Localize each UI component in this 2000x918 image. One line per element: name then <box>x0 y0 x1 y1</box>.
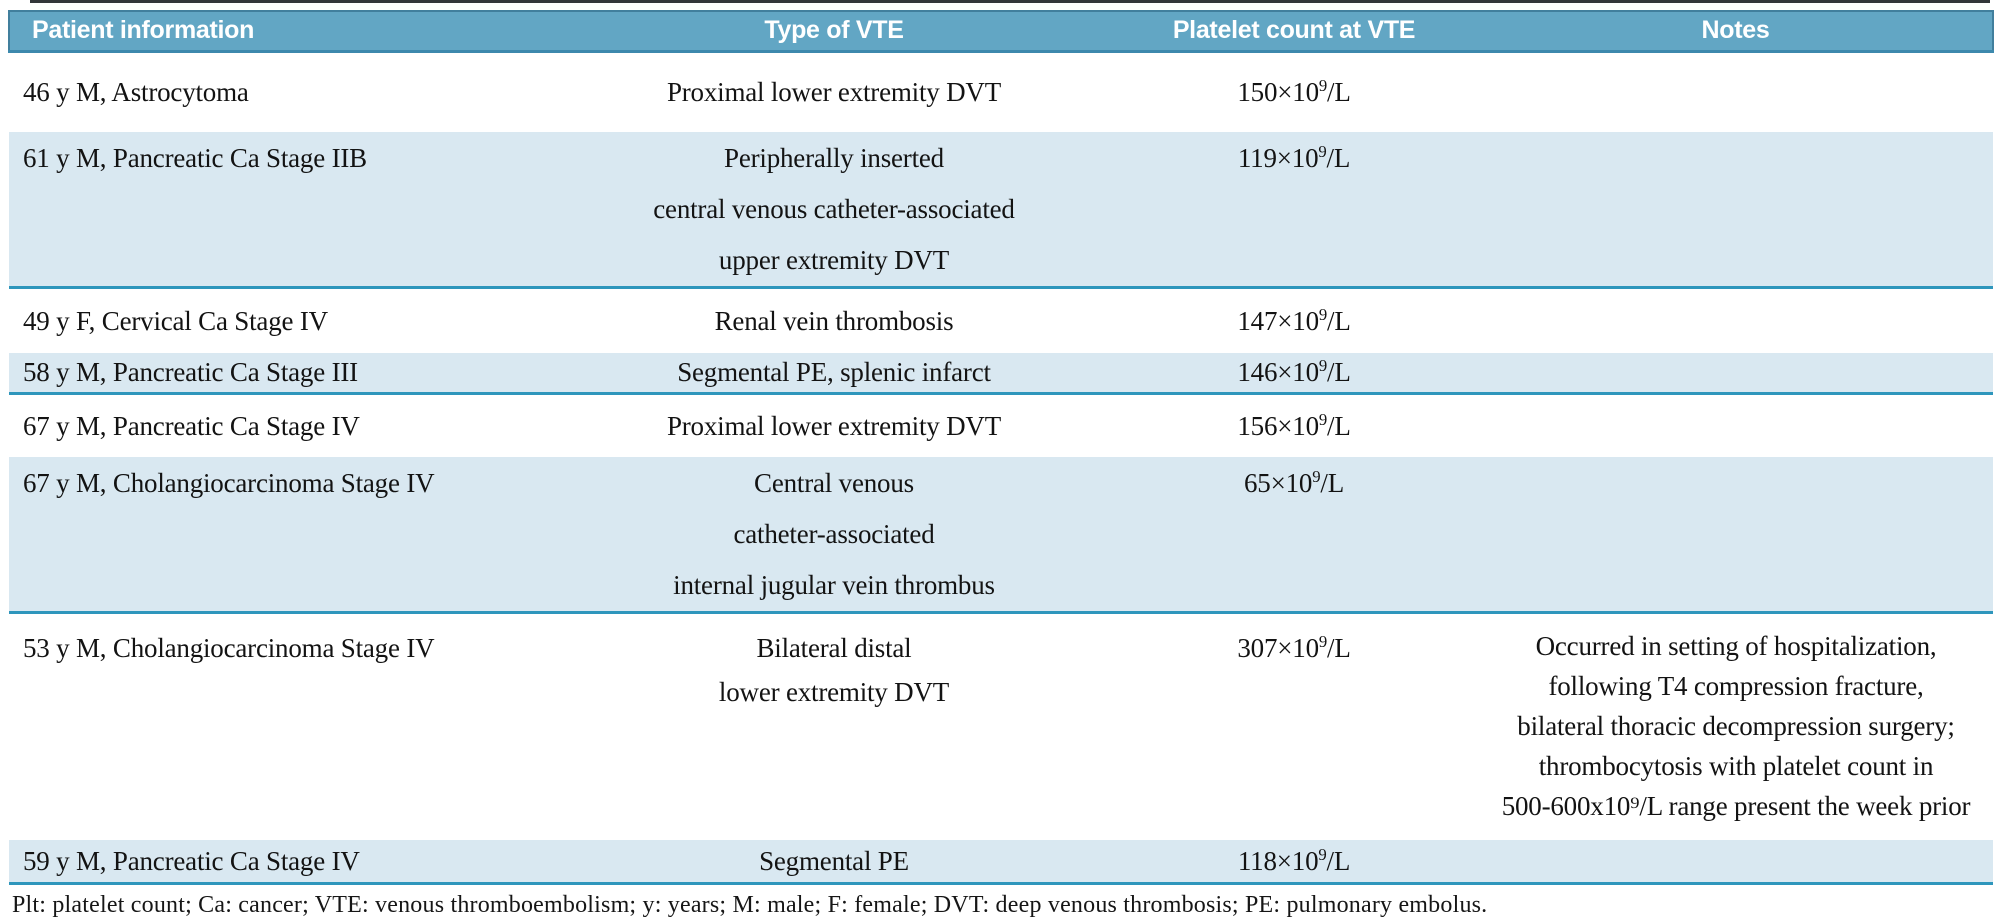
vte-type-line: lower extremity DVT <box>718 676 950 707</box>
notes-cell <box>1479 132 1993 288</box>
col-header-notes: Notes <box>1479 10 1994 53</box>
notes-cell <box>1479 457 1993 613</box>
patient-info-cell: 49 y F, Cervical Ca Stage IV <box>23 305 328 336</box>
patient-info-cell: 59 y M, Pancreatic Ca Stage IV <box>23 845 360 876</box>
platelet-count-value: 119×10 <box>1237 143 1319 173</box>
vte-type-cell: Renal vein thrombosis <box>559 288 1109 353</box>
note-line: bilateral thoracic decompression surgery… <box>1517 710 1955 741</box>
patient-info-cell: 61 y M, Pancreatic Ca Stage IIB <box>23 143 367 173</box>
patient-vte-table: Patient information Type of VTE Platelet… <box>8 10 1994 885</box>
note-line: 500-600x10⁹/L range present the week pri… <box>1501 790 1971 821</box>
vte-type-line: central venous catheter-associated <box>653 194 1015 224</box>
col-header-patient-information: Patient information <box>8 10 559 53</box>
vte-type-line: internal jugular vein thrombus <box>673 569 995 600</box>
vte-type-line: upper extremity DVT <box>718 245 950 275</box>
notes-cell <box>1479 840 1993 883</box>
platelet-count-value: 307×10 <box>1237 632 1319 663</box>
vte-type-cell: Segmental PE, splenic infarct <box>559 353 1109 394</box>
platelet-count-value: 156×10 <box>1237 410 1319 441</box>
vte-type-line: Renal vein thrombosis <box>714 305 954 336</box>
col-header-type-of-vte: Type of VTE <box>559 10 1109 53</box>
table-row: 46 y M, Astrocytoma Proximal lower extrem… <box>9 51 1993 132</box>
figure-top-border <box>30 0 1990 3</box>
platelet-count-value: 147×10 <box>1237 305 1319 336</box>
platelet-count-value: 146×10 <box>1237 357 1319 388</box>
table-footnote: Plt: platelet count; Ca: cancer; VTE: ve… <box>12 891 1488 918</box>
platelet-unit: /L <box>1327 305 1351 336</box>
platelet-count-cell: 65×109/L <box>1109 457 1479 613</box>
platelet-count-cell: 150×109/L <box>1109 51 1479 132</box>
platelet-exponent: 9 <box>1318 142 1327 161</box>
table-row: 67 y M, Cholangiocarcinoma Stage IV Centr… <box>9 456 1993 613</box>
notes-cell: Occurred in setting of hospitalization, f… <box>1479 612 1993 840</box>
vte-type-line: Peripherally inserted <box>724 143 944 173</box>
platelet-count-value: 118×10 <box>1237 845 1319 876</box>
vte-type-cell: Bilateral distal lower extremity DVT <box>559 612 1109 840</box>
platelet-count-cell: 146×109/L <box>1109 353 1479 394</box>
platelet-exponent: 9 <box>1318 631 1328 651</box>
vte-type-line: Proximal lower extremity DVT <box>666 410 1002 441</box>
notes-cell <box>1479 353 1993 394</box>
platelet-exponent: 9 <box>1318 356 1328 376</box>
platelet-exponent: 9 <box>1312 466 1321 486</box>
vte-type-line: Central venous <box>754 467 914 498</box>
table-row: 58 y M, Pancreatic Ca Stage III Segmental… <box>9 352 1993 394</box>
vte-type-line: Segmental PE <box>759 845 909 876</box>
platelet-unit: /L <box>1326 143 1351 173</box>
vte-type-line: Bilateral distal <box>756 632 912 663</box>
platelet-unit: /L <box>1327 410 1351 441</box>
notes-cell <box>1479 51 1993 132</box>
notes-cell <box>1479 394 1993 457</box>
platelet-count-value: 150×10 <box>1237 77 1319 108</box>
patient-info-cell: 67 y M, Cholangiocarcinoma Stage IV <box>23 467 435 498</box>
vte-type-cell: Proximal lower extremity DVT <box>559 51 1109 132</box>
platelet-unit: /L <box>1327 632 1351 663</box>
vte-type-cell: Peripherally inserted central venous cath… <box>559 132 1109 288</box>
table-row: 67 y M, Pancreatic Ca Stage IV Proximal l… <box>9 394 1993 457</box>
patient-info-cell: 53 y M, Cholangiocarcinoma Stage IV <box>23 632 435 663</box>
platelet-count-cell: 156×109/L <box>1109 394 1479 457</box>
platelet-count-cell: 147×109/L <box>1109 288 1479 353</box>
vte-type-line: Proximal lower extremity DVT <box>666 77 1002 108</box>
platelet-unit: /L <box>1327 357 1351 388</box>
col-header-platelet-count-at-vte: Platelet count at VTE <box>1109 10 1479 53</box>
vte-type-cell: Segmental PE <box>559 840 1109 883</box>
patient-info-cell: 46 y M, Astrocytoma <box>23 77 249 108</box>
platelet-exponent: 9 <box>1318 409 1328 429</box>
vte-type-cell: Proximal lower extremity DVT <box>559 394 1109 457</box>
platelet-unit: /L <box>1320 467 1344 498</box>
table-row: 61 y M, Pancreatic Ca Stage IIB Periphera… <box>9 132 1993 288</box>
table-row: 59 y M, Pancreatic Ca Stage IV Segmental … <box>9 840 1993 883</box>
platelet-unit: /L <box>1327 77 1351 108</box>
vte-type-line: Segmental PE, splenic infarct <box>677 357 991 388</box>
note-line: Occurred in setting of hospitalization, <box>1535 630 1937 661</box>
vte-type-cell: Central venous catheter-associated interna… <box>559 457 1109 613</box>
table-row: 49 y F, Cervical Ca Stage IV Renal vein t… <box>9 288 1993 353</box>
note-line: thrombocytosis with platelet count in <box>1538 750 1934 781</box>
platelet-exponent: 9 <box>1318 844 1327 864</box>
platelet-count-cell: 119×109/L <box>1109 132 1479 288</box>
platelet-exponent: 9 <box>1318 76 1328 96</box>
patient-info-cell: 67 y M, Pancreatic Ca Stage IV <box>23 410 360 441</box>
table-header-row: Patient information Type of VTE Platelet… <box>8 10 1994 53</box>
patient-info-cell: 58 y M, Pancreatic Ca Stage III <box>23 357 358 388</box>
platelet-unit: /L <box>1326 845 1351 876</box>
platelet-exponent: 9 <box>1318 304 1328 324</box>
notes-cell <box>1479 288 1993 353</box>
platelet-count-cell: 118×109/L <box>1109 840 1479 883</box>
platelet-count-value: 65×10 <box>1243 467 1313 498</box>
vte-type-line: catheter-associated <box>733 518 935 549</box>
platelet-count-cell: 307×109/L <box>1109 612 1479 840</box>
table-row: 53 y M, Cholangiocarcinoma Stage IV Bilat… <box>9 612 1993 840</box>
note-line: following T4 compression fracture, <box>1548 670 1924 701</box>
